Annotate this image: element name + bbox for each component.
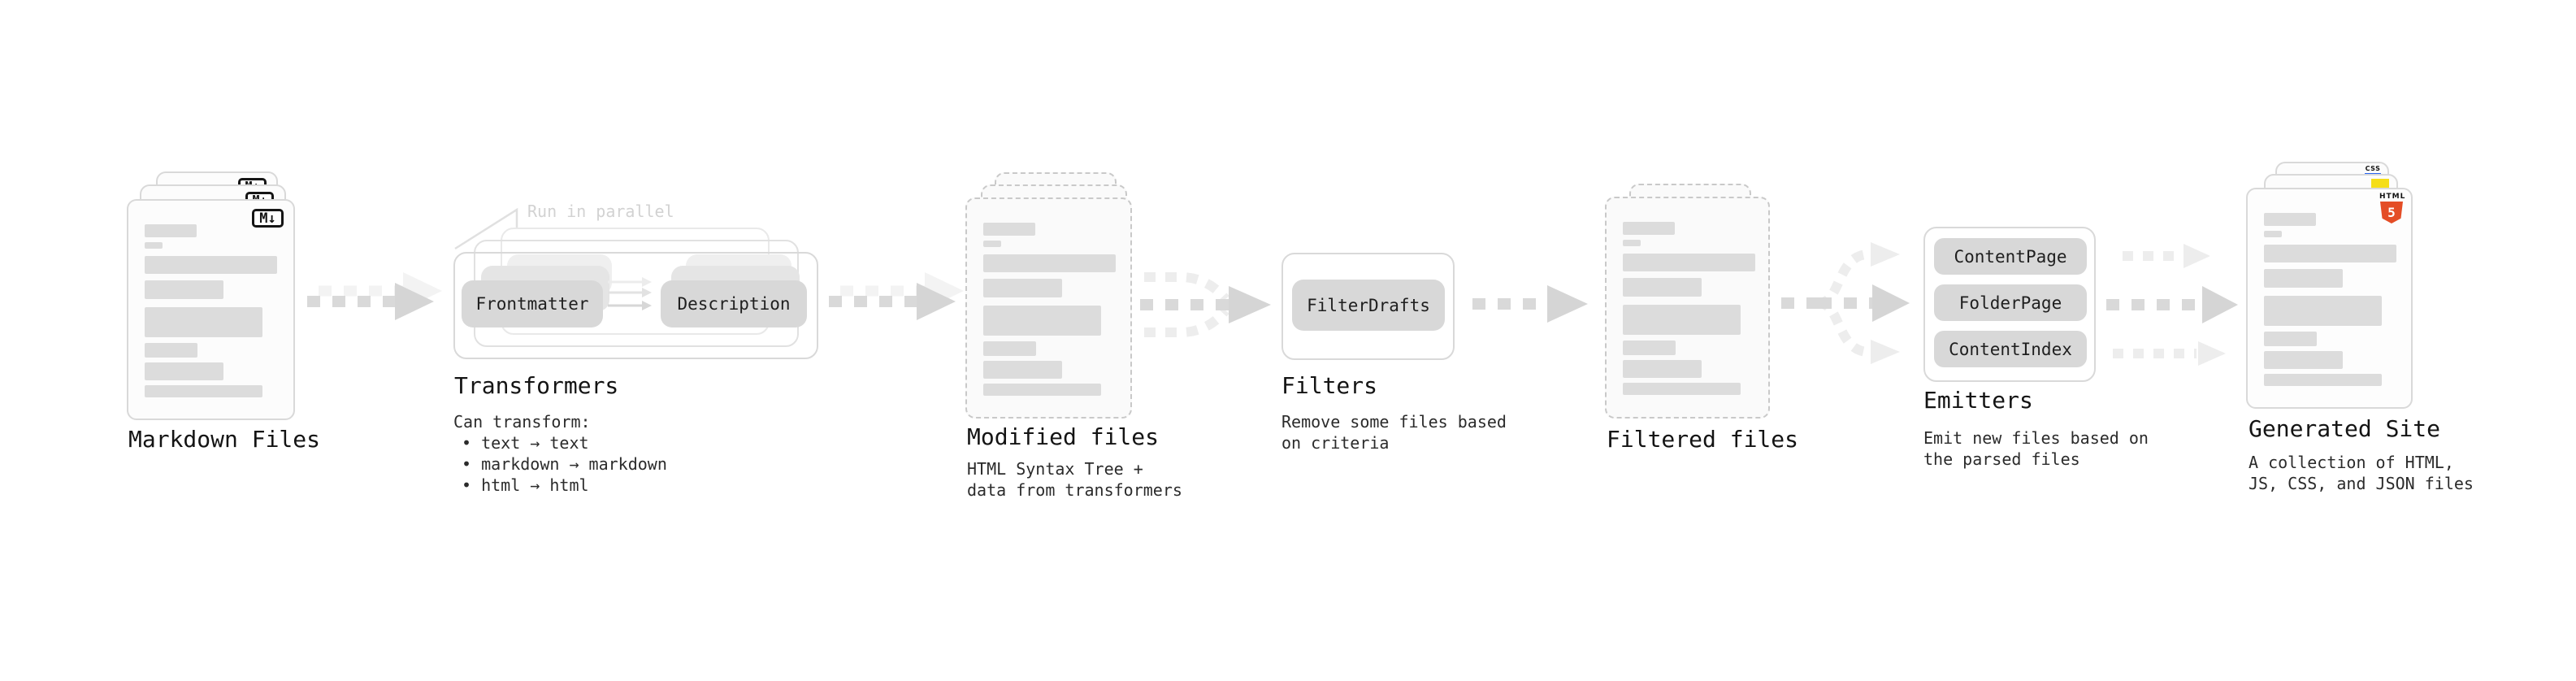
html5-icon-shield: 5 [2380,202,2403,223]
text-line-placeholder [983,254,1116,272]
markdown-files-label: Markdown Files [128,426,321,453]
transformers-title: Transformers [454,372,619,399]
filters-description: Remove some files based on criteria [1281,411,1507,453]
text-line-placeholder [983,341,1036,356]
text-line-placeholder [983,223,1035,236]
filtered-files-label: Filtered files [1607,426,1799,453]
fan-in-arrow [1140,272,1271,337]
html5-icon-number: 5 [2387,205,2396,220]
transformers-description: Can transform: • text → text • markdown … [453,411,667,496]
generated-site-label: Generated Site [2249,415,2441,442]
flow-arrow [1472,285,1588,323]
modified-file-card [965,197,1132,419]
text-line-placeholder [1623,222,1675,235]
text-line-placeholder [1623,278,1702,297]
text-line-placeholder [2264,231,2282,237]
text-line-placeholder [145,362,223,380]
text-line-placeholder [983,241,1001,247]
markdown-icon: M↓ [252,209,284,228]
text-line-placeholder [1623,254,1755,271]
text-line-placeholder [983,384,1101,396]
javascript-icon [2371,179,2389,189]
emitter-box-contentindex: ContentIndex [1934,331,2087,367]
emitter-output-arrows [2106,244,2238,366]
text-line-placeholder [1623,360,1702,378]
description-line: HTML Syntax Tree + [967,459,1143,479]
filter-group [1281,253,1455,360]
text-line-placeholder [983,361,1062,379]
modified-files-label: Modified files [967,423,1160,450]
text-line-placeholder [145,280,223,299]
emitters-title: Emitters [1923,387,2033,414]
text-line-placeholder [2264,332,2317,346]
text-line-placeholder [2264,374,2382,386]
description-line: Emit new files based on [1923,428,2149,448]
text-line-placeholder [145,224,197,237]
filter-box-filterdrafts: FilterDrafts [1292,280,1445,331]
text-line-placeholder [1623,305,1741,335]
emitter-box-contentpage: ContentPage [1934,238,2087,275]
flow-arrow [307,272,442,320]
description-line: the parsed files [1923,449,2080,469]
transformer-box-description: Description [661,280,807,327]
generated-file-card-html: HTML 5 [2246,188,2413,409]
text-line-placeholder [2264,269,2343,288]
description-line: Can transform: [453,412,591,432]
filtered-file-card [1605,197,1770,419]
description-line: JS, CSS, and JSON files [2249,474,2474,493]
text-line-placeholder [145,385,262,397]
text-line-placeholder [1623,240,1641,246]
text-line-placeholder [2264,351,2343,369]
text-line-placeholder [2264,245,2396,262]
text-line-placeholder [145,343,197,358]
description-line: on criteria [1281,433,1390,453]
transform-step-arrows [608,277,652,310]
description-line: data from transformers [967,480,1182,500]
text-line-placeholder [983,279,1062,297]
description-line: Remove some files based [1281,412,1507,432]
text-line-placeholder [145,307,262,337]
flow-arrow [829,272,964,320]
emitters-description: Emit new files based on the parsed files [1923,427,2149,470]
run-in-parallel-annotation: Run in parallel [527,202,674,221]
markdown-file-card: M↓ [127,199,295,420]
text-line-placeholder [145,242,163,249]
html5-icon: HTML 5 [2379,193,2406,223]
css-icon-label: CSS [2365,165,2381,172]
text-line-placeholder [2264,213,2316,226]
text-line-placeholder [145,256,277,274]
description-line: • html → html [462,475,589,495]
generated-site-description: A collection of HTML, JS, CSS, and JSON … [2249,452,2474,494]
description-line: • markdown → markdown [462,454,667,474]
text-line-placeholder [983,306,1101,336]
filters-title: Filters [1281,372,1378,399]
emitter-box-folderpage: FolderPage [1934,284,2087,321]
text-line-placeholder [1623,383,1741,395]
fan-out-arrow [1781,242,1910,364]
description-line: • text → text [462,433,589,453]
description-line: A collection of HTML, [2249,453,2454,472]
text-line-placeholder [2264,296,2382,326]
modified-files-description: HTML Syntax Tree + data from transformer… [967,458,1182,501]
html5-icon-label: HTML [2379,193,2406,201]
text-line-placeholder [1623,340,1676,355]
annotation-connector-line [454,207,518,250]
transformer-group [453,252,818,359]
transformer-box-frontmatter: Frontmatter [462,280,603,327]
emitter-group [1923,227,2096,382]
